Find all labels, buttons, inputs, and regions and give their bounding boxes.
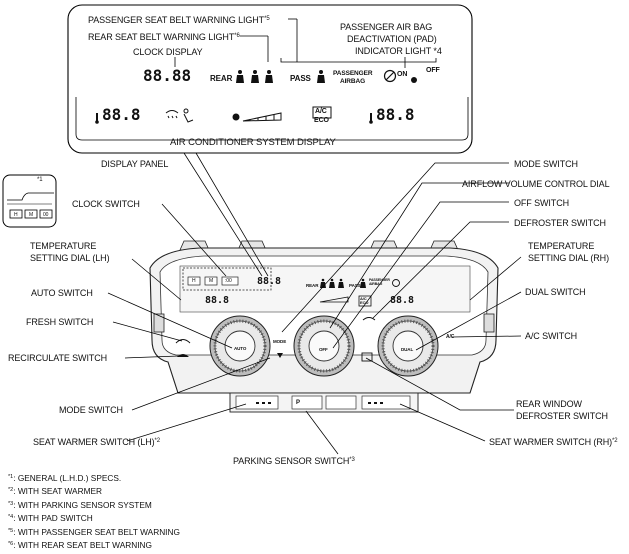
callout-eco-text: ECO — [314, 117, 329, 124]
fresh-switch-icon[interactable] — [175, 339, 191, 344]
defroster-switch-label: DEFROSTER SWITCH — [514, 218, 606, 228]
footnote-5: *5: WITH PASSENGER SEAT BELT WARNING — [8, 527, 180, 537]
callout-passenger-text: PASSENGER — [333, 70, 373, 77]
panel-seatbelt-icons — [320, 278, 366, 288]
pad-label-line3: INDICATOR LIGHT *4 — [355, 46, 442, 56]
callout-clock-digits: 88.88 — [143, 66, 192, 85]
thermometer-icons — [95, 113, 373, 124]
fresh-switch-label: FRESH SWITCH — [26, 317, 94, 327]
parking-sensor-p[interactable]: P — [296, 400, 300, 406]
pass-seatbelt-icon — [317, 70, 325, 83]
inset-button-m: M — [29, 212, 34, 218]
temp-dial-lh-label-2: SETTING DIAL (LH) — [30, 253, 110, 263]
auto-switch-label: AUTO SWITCH — [31, 288, 93, 298]
recirculate-switch-label: RECIRCULATE SWITCH — [8, 353, 108, 363]
fan-level-icon — [232, 112, 282, 122]
panel-clock-h[interactable]: H — [192, 278, 196, 284]
mode-switch-bottom-label: MODE SWITCH — [59, 405, 123, 415]
temp-dial-rh-label-1: TEMPERATURE — [528, 241, 595, 251]
recirculate-switch-icon[interactable] — [177, 354, 189, 357]
temp-dial-lh[interactable] — [209, 315, 271, 377]
footnote-4: *4: WITH PAD SWITCH — [8, 513, 93, 523]
footnote-2: *2: WITH SEAT WARMER — [8, 486, 103, 496]
panel-pas-text: PASSENGER AIRBAG — [369, 278, 390, 286]
airflow-mode-icon — [165, 108, 194, 123]
temp-dial-rh[interactable] — [377, 315, 439, 377]
passenger-seat-belt-warning-light-label: PASSENGER SEAT BELT WARNING LIGHT*5 — [88, 15, 270, 25]
pad-label-line1: PASSENGER AIR BAG — [340, 22, 433, 32]
panel-temp-lh: 88.8 — [205, 295, 230, 306]
temp-dial-rh-label-2: SETTING DIAL (RH) — [528, 253, 609, 263]
dual-switch-label: DUAL SWITCH — [525, 287, 586, 297]
leader-lines — [107, 152, 522, 455]
airflow-dial[interactable] — [293, 315, 355, 377]
defroster-switch-icon[interactable] — [362, 317, 376, 321]
panel-pass-text: PASS — [349, 283, 361, 288]
pad-label-line2: DEACTIVATION (PAD) — [347, 34, 437, 44]
panel-pad-icon — [392, 279, 400, 287]
callout-ac-text: A/C — [315, 108, 327, 115]
clock-switch-label: CLOCK SWITCH — [72, 199, 140, 209]
display-panel-label: DISPLAY PANEL — [101, 159, 169, 169]
inset-ref: *1 — [37, 177, 43, 183]
dual-switch[interactable]: DUAL — [401, 347, 414, 352]
off-switch-label: OFF SWITCH — [514, 198, 569, 208]
rear-seat-belt-warning-light-label: REAR SEAT BELT WARNING LIGHT*6 — [88, 32, 240, 42]
mode-switch-top-button[interactable]: MODE — [273, 339, 287, 344]
inset-button-h: H — [14, 212, 18, 218]
panel-clock-m[interactable]: M — [209, 278, 214, 284]
panel-ac-eco-frame — [358, 295, 372, 307]
footnote-6: *6: WITH REAR SEAT BELT WARNING — [8, 540, 152, 550]
callout-rear-text: REAR — [210, 74, 233, 83]
seat-warmer-rh-label: SEAT WARMER SWITCH (RH)*2 — [489, 437, 618, 447]
callout-airbag-text: AIRBAG — [340, 78, 366, 85]
ac-display-bracket — [75, 97, 469, 141]
ac-switch-label: A/C SWITCH — [525, 331, 577, 341]
footnote-3: *3: WITH PARKING SENSOR SYSTEM — [8, 500, 152, 510]
callout-icons — [95, 69, 417, 124]
panel-ac-text: A/C — [360, 296, 367, 301]
parking-sensor-button[interactable] — [291, 395, 323, 410]
callout-temp-lh-digits: 88.8 — [102, 105, 141, 124]
seat-warmer-rh-button[interactable] — [361, 395, 411, 410]
parking-sensor-switch-label: PARKING SENSOR SWITCH*3 — [233, 456, 355, 466]
seat-warmer-lh-label: SEAT WARMER SWITCH (LH)*2 — [33, 437, 161, 447]
panel-eco-text: ECO — [360, 300, 369, 305]
panel-clock-00[interactable]: :00 — [225, 278, 232, 284]
airflow-volume-control-dial-label: AIRFLOW VOLUME CONTROL DIAL — [462, 179, 610, 189]
ac-switch-button[interactable]: A/C — [446, 334, 455, 340]
panel-temp-rh: 88.8 — [390, 295, 415, 306]
rear-defroster-switch-icon[interactable] — [361, 352, 373, 362]
auto-switch[interactable]: AUTO — [234, 346, 247, 351]
blank-button — [325, 395, 357, 410]
panel-clock-digits: 88.8 — [257, 276, 282, 287]
clock-switch-inset — [2, 174, 57, 228]
off-switch[interactable]: OFF — [319, 347, 328, 352]
mode-switch-lower-icon[interactable] — [277, 353, 283, 358]
temp-dial-lh-label-1: TEMPERATURE — [30, 241, 97, 251]
callout-on-text: ON — [397, 71, 408, 78]
pad-icon — [383, 69, 417, 83]
callout-pass-text: PASS — [290, 74, 311, 83]
control-panel — [149, 240, 499, 413]
footnote-1: *1: GENERAL (L.H.D.) SPECS. — [8, 473, 122, 483]
callout-temp-rh-digits: 88.8 — [376, 105, 415, 124]
panel-rear-text: REAR — [306, 283, 319, 288]
inset-button-00: 00 — [43, 212, 49, 218]
rear-window-defroster-label-1: REAR WINDOW — [516, 399, 582, 409]
rear-seatbelt-icons — [236, 70, 273, 83]
clock-display-label: CLOCK DISPLAY — [133, 47, 203, 57]
ac-eco-frame — [312, 106, 332, 119]
callout-off-text: OFF — [426, 67, 440, 74]
mode-switch-top-label: MODE SWITCH — [514, 159, 578, 169]
air-conditioner-system-display-label: AIR CONDITIONER SYSTEM DISPLAY — [170, 137, 336, 148]
rear-window-defroster-label-2: DEFROSTER SWITCH — [516, 411, 608, 421]
